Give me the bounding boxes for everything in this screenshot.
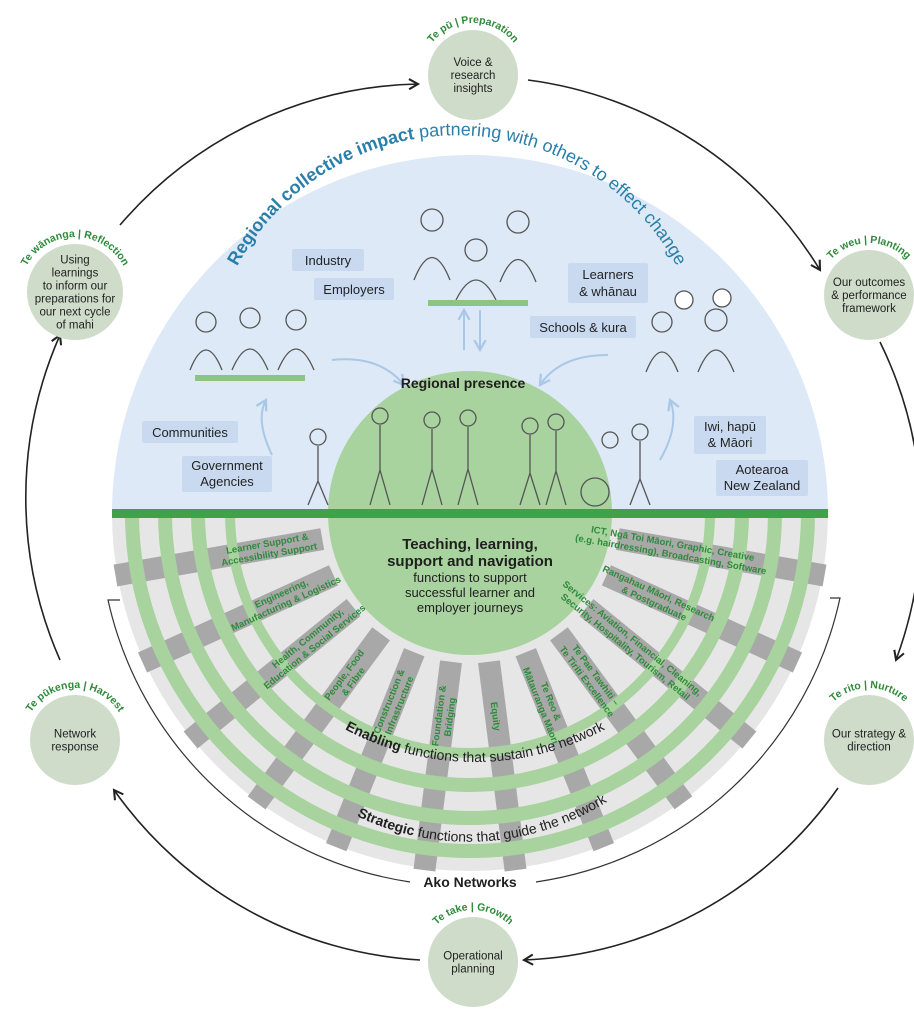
teaching-sub-3: employer journeys bbox=[417, 600, 524, 615]
function-label-line: Bridging bbox=[443, 697, 459, 737]
arrow-reflection-to-prep bbox=[119, 78, 421, 226]
arrow-growth-to-harvest bbox=[112, 788, 421, 961]
label-learners-1: Learners bbox=[582, 267, 634, 282]
people-group-right bbox=[645, 288, 735, 373]
arrow-planting-to-nurture bbox=[879, 341, 914, 662]
cycle-node-text: response bbox=[51, 742, 98, 754]
label-schools: Schools & kura bbox=[539, 320, 627, 335]
label-industry: Industry bbox=[305, 253, 352, 268]
label-aotearoa-2: New Zealand bbox=[724, 478, 801, 493]
function-spoke bbox=[137, 565, 339, 673]
flow-arrows bbox=[255, 307, 680, 461]
cycle-node-text: our next cycle bbox=[40, 307, 111, 319]
function-spoke bbox=[601, 565, 803, 673]
cycle-node-text: to inform our bbox=[43, 281, 108, 293]
cycle-node-text: Using bbox=[60, 255, 89, 267]
people-illustrations bbox=[189, 208, 735, 507]
cycle-node-text: planning bbox=[451, 964, 494, 976]
cycle-node-text: & performance bbox=[831, 290, 906, 302]
cycle-node-text: framework bbox=[842, 303, 896, 315]
teaching-sub-2: successful learner and bbox=[405, 585, 535, 600]
teaching-title-1: Teaching, learning, bbox=[402, 536, 538, 553]
function-spoke bbox=[413, 660, 462, 872]
label-government-2: Agencies bbox=[200, 474, 254, 489]
people-group-center bbox=[413, 208, 537, 306]
ako-bracket-right bbox=[535, 597, 841, 883]
label-employers: Employers bbox=[323, 282, 385, 297]
label-communities: Communities bbox=[152, 425, 228, 440]
horizon-line bbox=[112, 509, 828, 518]
label-government-1: Government bbox=[191, 458, 263, 473]
arrow-harvest-to-reflection bbox=[24, 333, 63, 661]
function-label: Equity bbox=[488, 701, 503, 732]
teaching-title-2: support and navigation bbox=[387, 553, 553, 570]
function-spoke bbox=[615, 528, 827, 587]
cycle-node-text: research bbox=[451, 70, 496, 82]
cycle-arrows bbox=[24, 78, 914, 966]
cycle-node-text: insights bbox=[454, 83, 493, 95]
arrow-prep-to-planting bbox=[527, 79, 822, 272]
people-regional bbox=[307, 407, 651, 507]
regional-presence-title: Regional presence bbox=[401, 375, 526, 391]
function-spoke bbox=[325, 648, 425, 852]
function-label-line: Equity bbox=[488, 701, 503, 732]
people-group-left bbox=[189, 307, 315, 381]
label-iwi-2: & Māori bbox=[708, 435, 753, 450]
label-learners-2: & whānau bbox=[579, 284, 637, 299]
cycle-node-text: learnings bbox=[52, 268, 99, 280]
cycle-node-text: Operational bbox=[443, 951, 502, 963]
label-aotearoa-1: Aotearoa bbox=[736, 462, 790, 477]
functions-area bbox=[112, 513, 828, 872]
label-iwi-1: Iwi, hapū bbox=[704, 419, 756, 434]
teaching-block: Teaching, learning, support and navigati… bbox=[387, 536, 553, 615]
collective-impact-area bbox=[112, 155, 828, 513]
function-spoke bbox=[550, 627, 693, 810]
teaching-sub-1: functions to support bbox=[413, 570, 527, 585]
ako-bracket-left bbox=[107, 599, 411, 883]
cycle-node-text: Our outcomes bbox=[833, 277, 905, 289]
function-spoke bbox=[515, 648, 615, 852]
cycle-node-text: Voice & bbox=[454, 57, 493, 69]
cycle-node-text: preparations for bbox=[35, 294, 116, 306]
ako-networks-label: Ako Networks bbox=[423, 874, 517, 890]
cycle-node-text: Network bbox=[54, 729, 96, 741]
function-spoke bbox=[579, 599, 757, 749]
cycle-node-text: of mahi bbox=[56, 320, 94, 332]
function-spoke bbox=[113, 528, 325, 587]
arrow-nurture-to-growth bbox=[521, 787, 839, 966]
stakeholder-labels: Industry Employers Learners & whānau Sch… bbox=[142, 249, 808, 496]
cycle-node-text: Our strategy & bbox=[832, 729, 906, 741]
cycle-node-text: direction bbox=[847, 742, 890, 754]
function-spoke bbox=[183, 599, 361, 749]
function-spoke bbox=[247, 627, 390, 810]
function-spoke bbox=[478, 660, 527, 872]
